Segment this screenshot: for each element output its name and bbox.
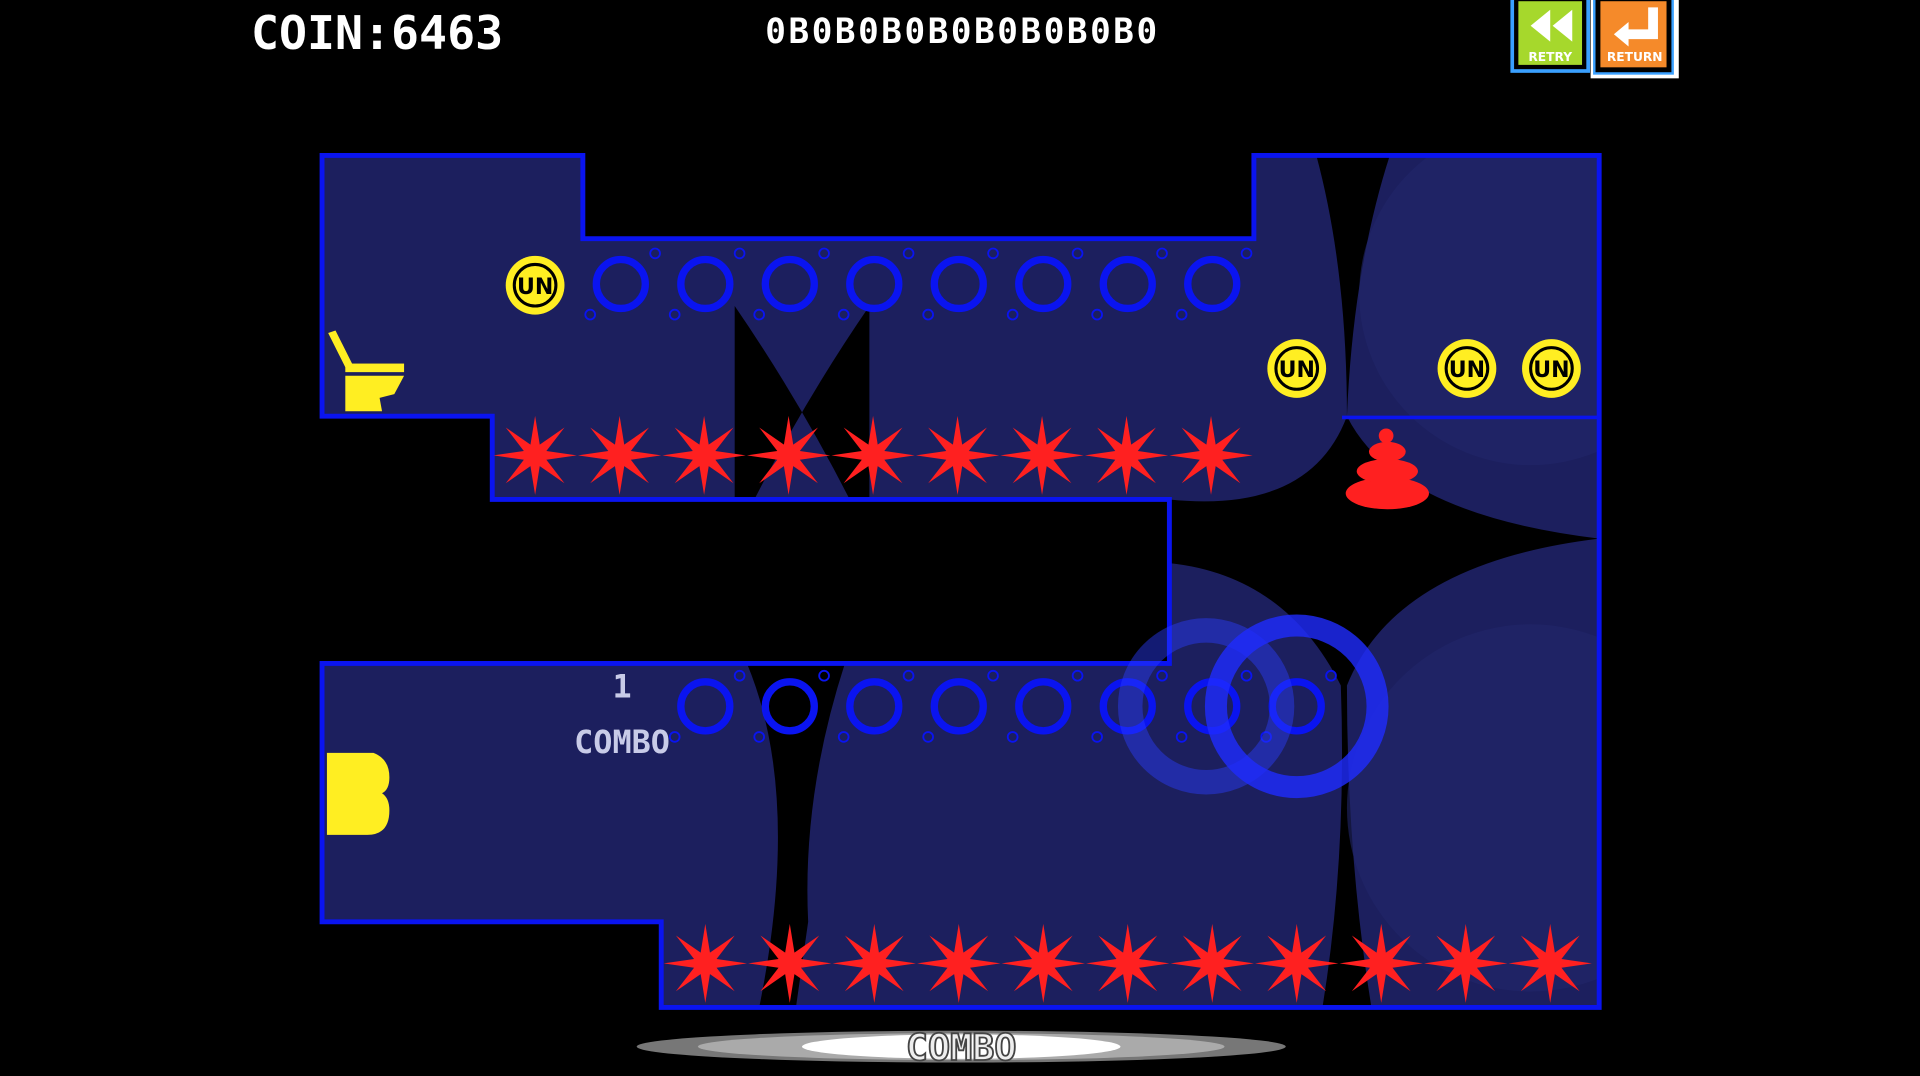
ring-pickup (761, 255, 818, 313)
ring-dot (1325, 669, 1337, 682)
ring-row-upper (584, 247, 1253, 321)
spike-hazard (493, 415, 577, 495)
spike-hazard (1339, 923, 1423, 1003)
retry-label: RETRY (1528, 50, 1572, 64)
ring-pickup (846, 255, 903, 313)
coin-pickup: UN (1522, 339, 1581, 398)
ring-dot (733, 669, 746, 682)
ring-dot (1156, 669, 1168, 682)
ring-pickup (677, 678, 734, 735)
ring-dot (649, 247, 661, 260)
ring-burst-effect (1117, 618, 1295, 795)
ring-pickup (761, 678, 818, 735)
spike-hazard (1424, 923, 1508, 1003)
spike-hazard (1086, 923, 1170, 1003)
combo-banner: COMBO (636, 1025, 1286, 1070)
ring-pickup (1184, 255, 1241, 313)
coin-counter: COIN:6463 (251, 6, 503, 60)
ring-dot (1240, 669, 1253, 682)
ring-dot (987, 247, 999, 260)
spike-hazard (915, 415, 1000, 495)
return-arrow-icon (1613, 7, 1658, 47)
ring-dot (753, 731, 766, 743)
level-map (319, 153, 1602, 1010)
spike-rows (493, 415, 1592, 1003)
ring-pickup (1015, 255, 1072, 313)
ring-dot (1091, 731, 1103, 743)
ring-dot (902, 669, 915, 682)
spike-hazard (1170, 923, 1254, 1003)
retry-button[interactable]: RETRY (1510, 0, 1590, 73)
ring-pickup (592, 255, 649, 313)
ring-dot (1260, 731, 1272, 743)
ring-dot (1071, 669, 1084, 682)
spike-hazard (577, 415, 662, 495)
combo-count: 1 (612, 668, 631, 706)
poop-enemy-icon (1345, 428, 1429, 510)
ring-pickup (1015, 678, 1072, 735)
ring-pickup (677, 255, 734, 313)
ring-dot (818, 247, 830, 260)
ring-dot (753, 308, 766, 321)
coin-pickup: UN (1267, 339, 1327, 398)
ring-dot (1175, 731, 1188, 743)
coin-glyph: UN (1449, 358, 1485, 383)
spike-hazard (663, 923, 747, 1003)
return-label: RETURN (1607, 50, 1663, 64)
ring-pickup (930, 255, 987, 313)
ring-dot (584, 308, 597, 321)
ring-dot (733, 247, 746, 260)
ring-dot (837, 731, 850, 743)
coin-glyph: UN (517, 275, 553, 300)
ring-dot (1006, 731, 1019, 743)
combo-label: COMBO (574, 723, 670, 761)
ring-dot (1156, 247, 1168, 260)
ring-dot (987, 669, 999, 682)
spike-hazard (831, 415, 915, 495)
ring-dot (668, 308, 681, 321)
coins: UN UN UN UN (505, 255, 1581, 398)
ring-dot (668, 731, 681, 743)
ring-dot (1071, 247, 1084, 260)
spike-hazard (1255, 923, 1339, 1003)
spike-hazard (1000, 415, 1084, 495)
spike-hazard (1508, 923, 1592, 1003)
ring-dot (1091, 308, 1103, 321)
coin-glyph: UN (1533, 358, 1569, 383)
spike-hazard (917, 923, 1001, 1003)
coin-glyph: UN (1279, 358, 1315, 383)
level-code: 0B0B0B0B0B0B0B0B0 (765, 12, 1157, 52)
ring-dot (818, 669, 830, 682)
toilet-goal-icon (328, 330, 405, 412)
return-button[interactable]: RETURN (1590, 0, 1679, 79)
spike-hazard (1001, 923, 1085, 1003)
spike-hazard (1169, 415, 1253, 495)
ring-dot (1175, 308, 1188, 321)
ring-pickup (1099, 678, 1156, 735)
coin-pickup: UN (1437, 339, 1497, 398)
ring-dot (922, 308, 934, 321)
ring-pickup (1099, 255, 1156, 313)
ring-row-lower (668, 669, 1337, 743)
ring-dot (922, 731, 934, 743)
spike-hazard (662, 415, 746, 495)
ring-burst-effect (1204, 614, 1389, 799)
coin-pickup: UN (505, 255, 565, 315)
ring-dot (1240, 247, 1253, 260)
ring-pickup (1268, 678, 1325, 735)
rewind-icon (1530, 9, 1551, 42)
spike-hazard (748, 923, 832, 1003)
ring-dot (837, 308, 850, 321)
ring-dot (1006, 308, 1019, 321)
spike-hazard (746, 415, 831, 495)
spike-hazard (832, 923, 916, 1003)
combo-banner-label: COMBO (906, 1026, 1017, 1069)
ring-dot (902, 247, 915, 260)
ring-pickup (930, 678, 987, 735)
ring-pickup (846, 678, 903, 735)
spike-hazard (1084, 415, 1169, 495)
player-character (326, 752, 390, 835)
